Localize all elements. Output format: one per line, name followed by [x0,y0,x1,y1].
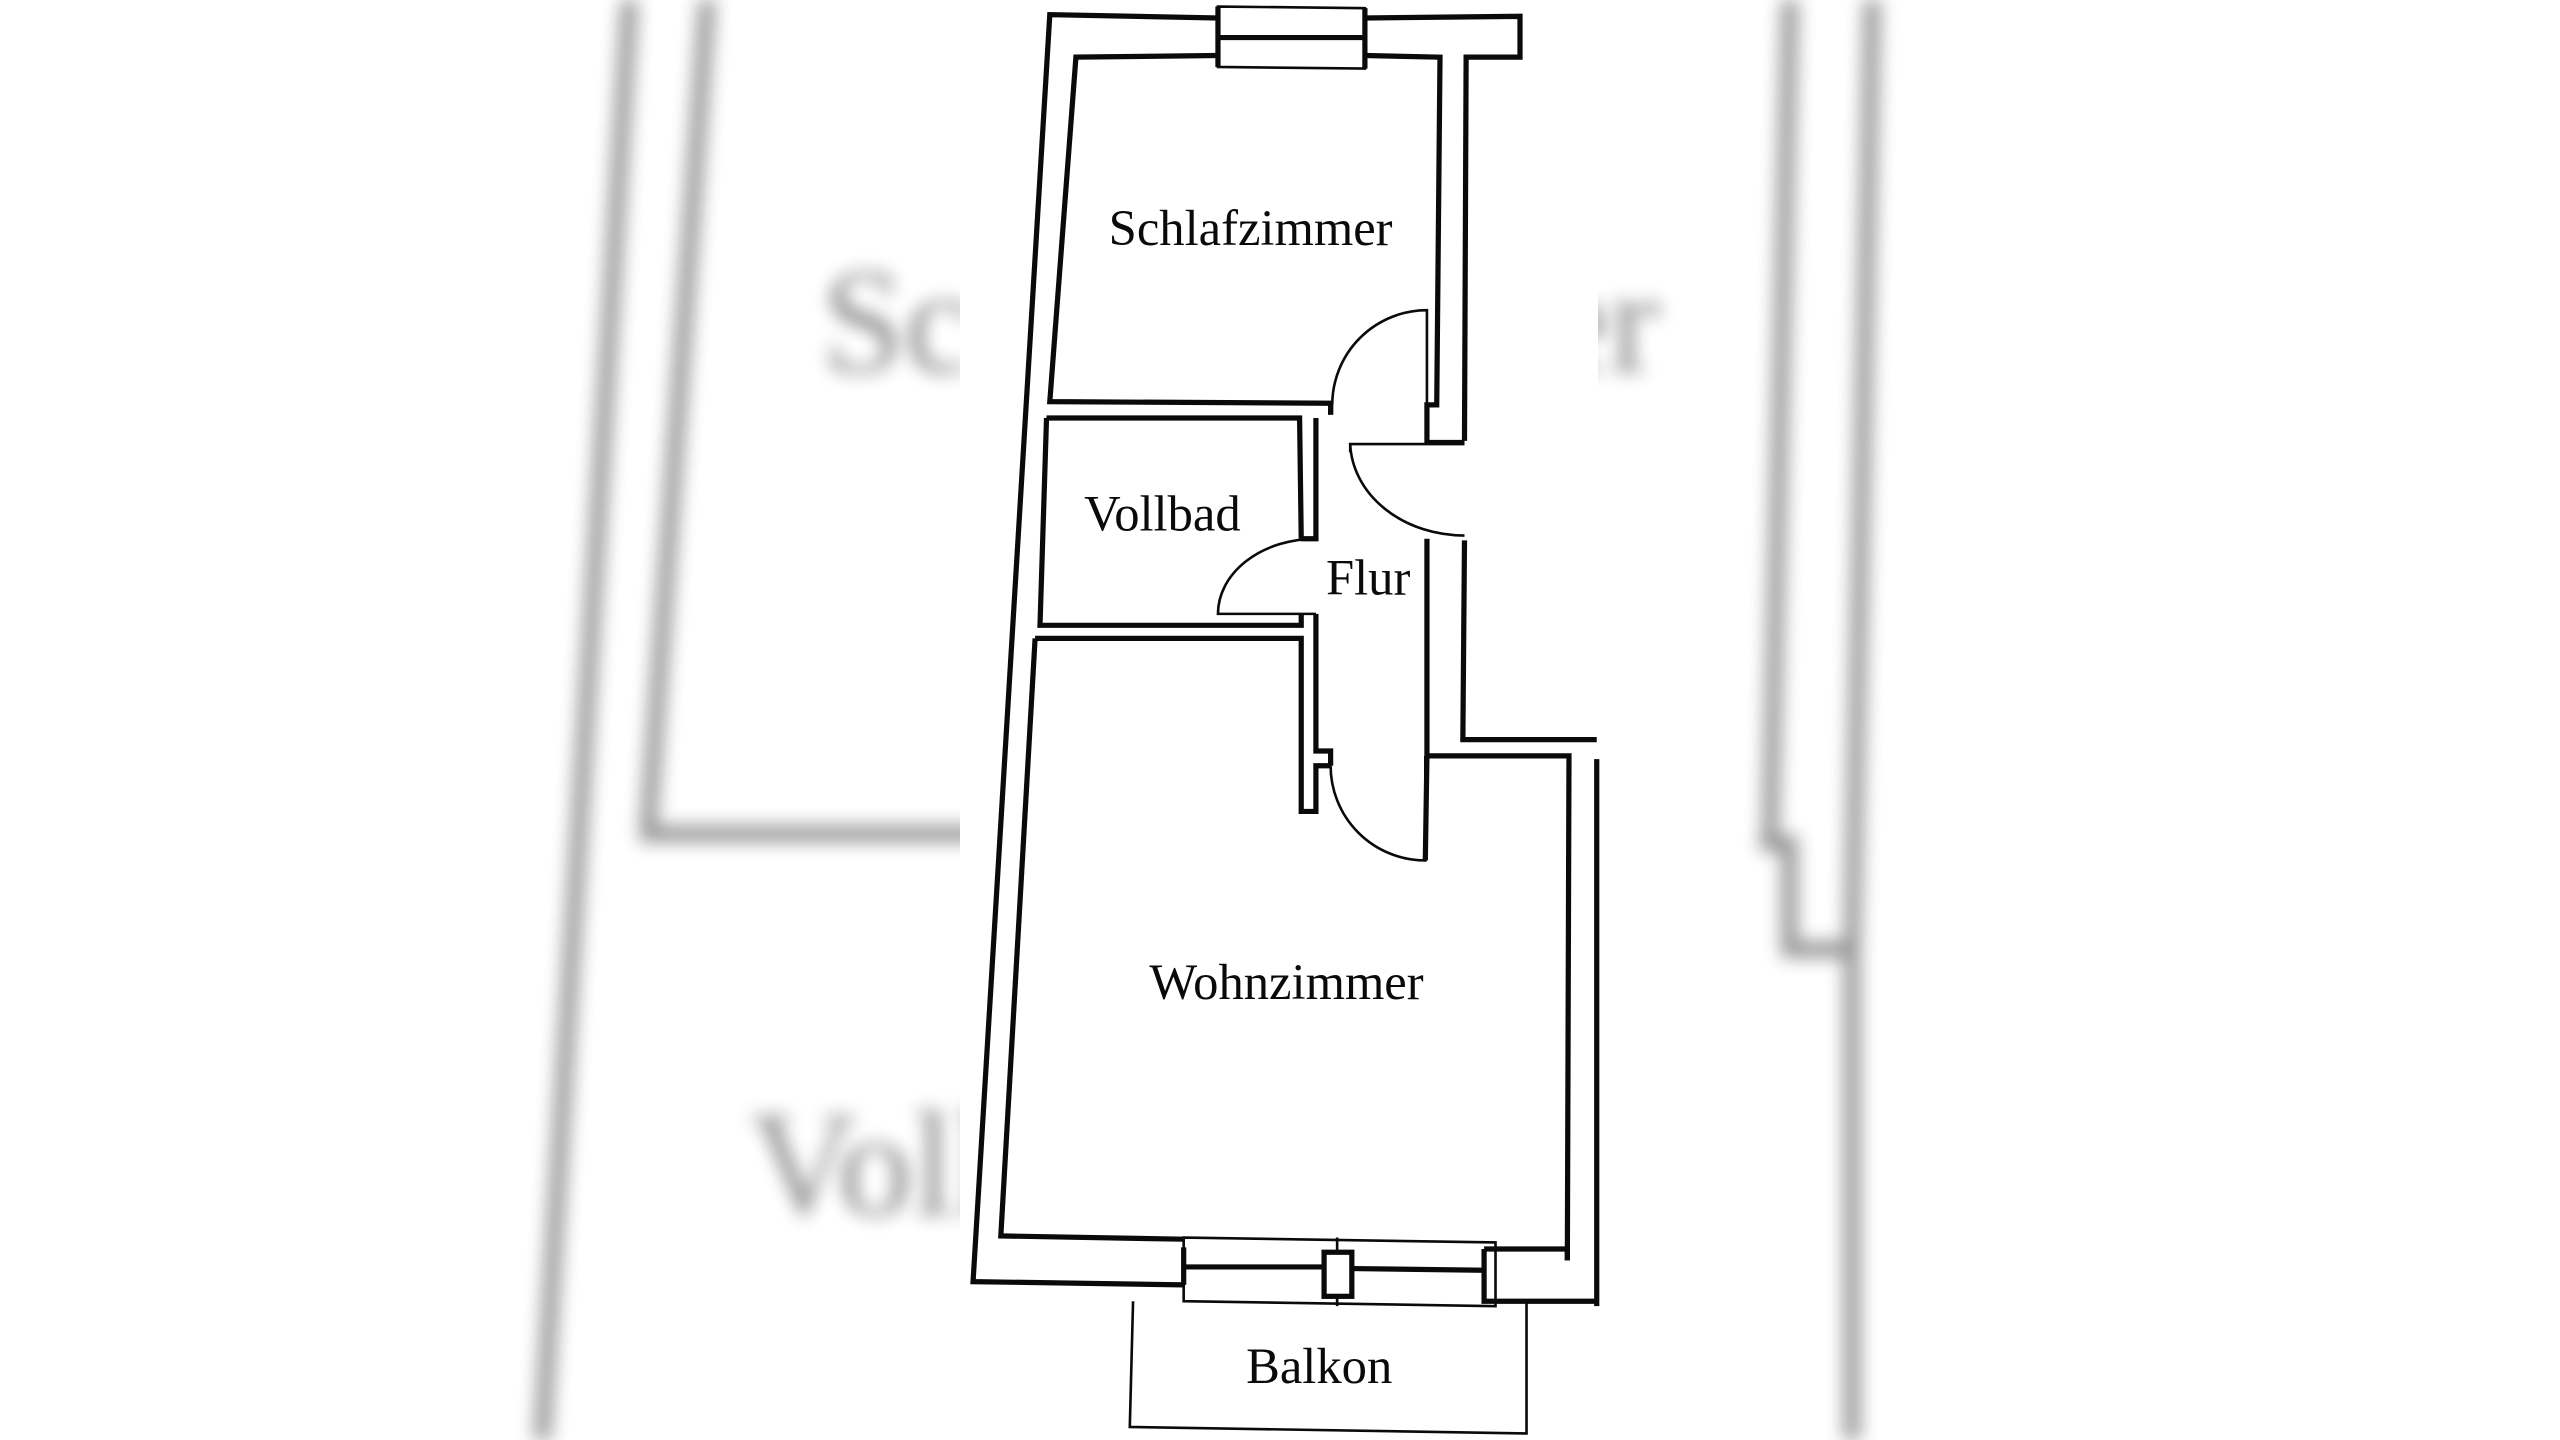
room-label-balkon: Balkon [1246,1338,1392,1394]
floor-plan-sheet [960,0,1598,1440]
balkon-outline [1128,1301,1528,1435]
room-label-wohnzimmer: Wohnzimmer [1149,954,1423,1010]
doors [1216,308,1465,862]
room-label-schlafzimmer: Schlafzimmer [1109,200,1393,256]
room-label-vollbad: Vollbad [1084,486,1241,542]
room-label-flur: Flur [1326,549,1411,605]
